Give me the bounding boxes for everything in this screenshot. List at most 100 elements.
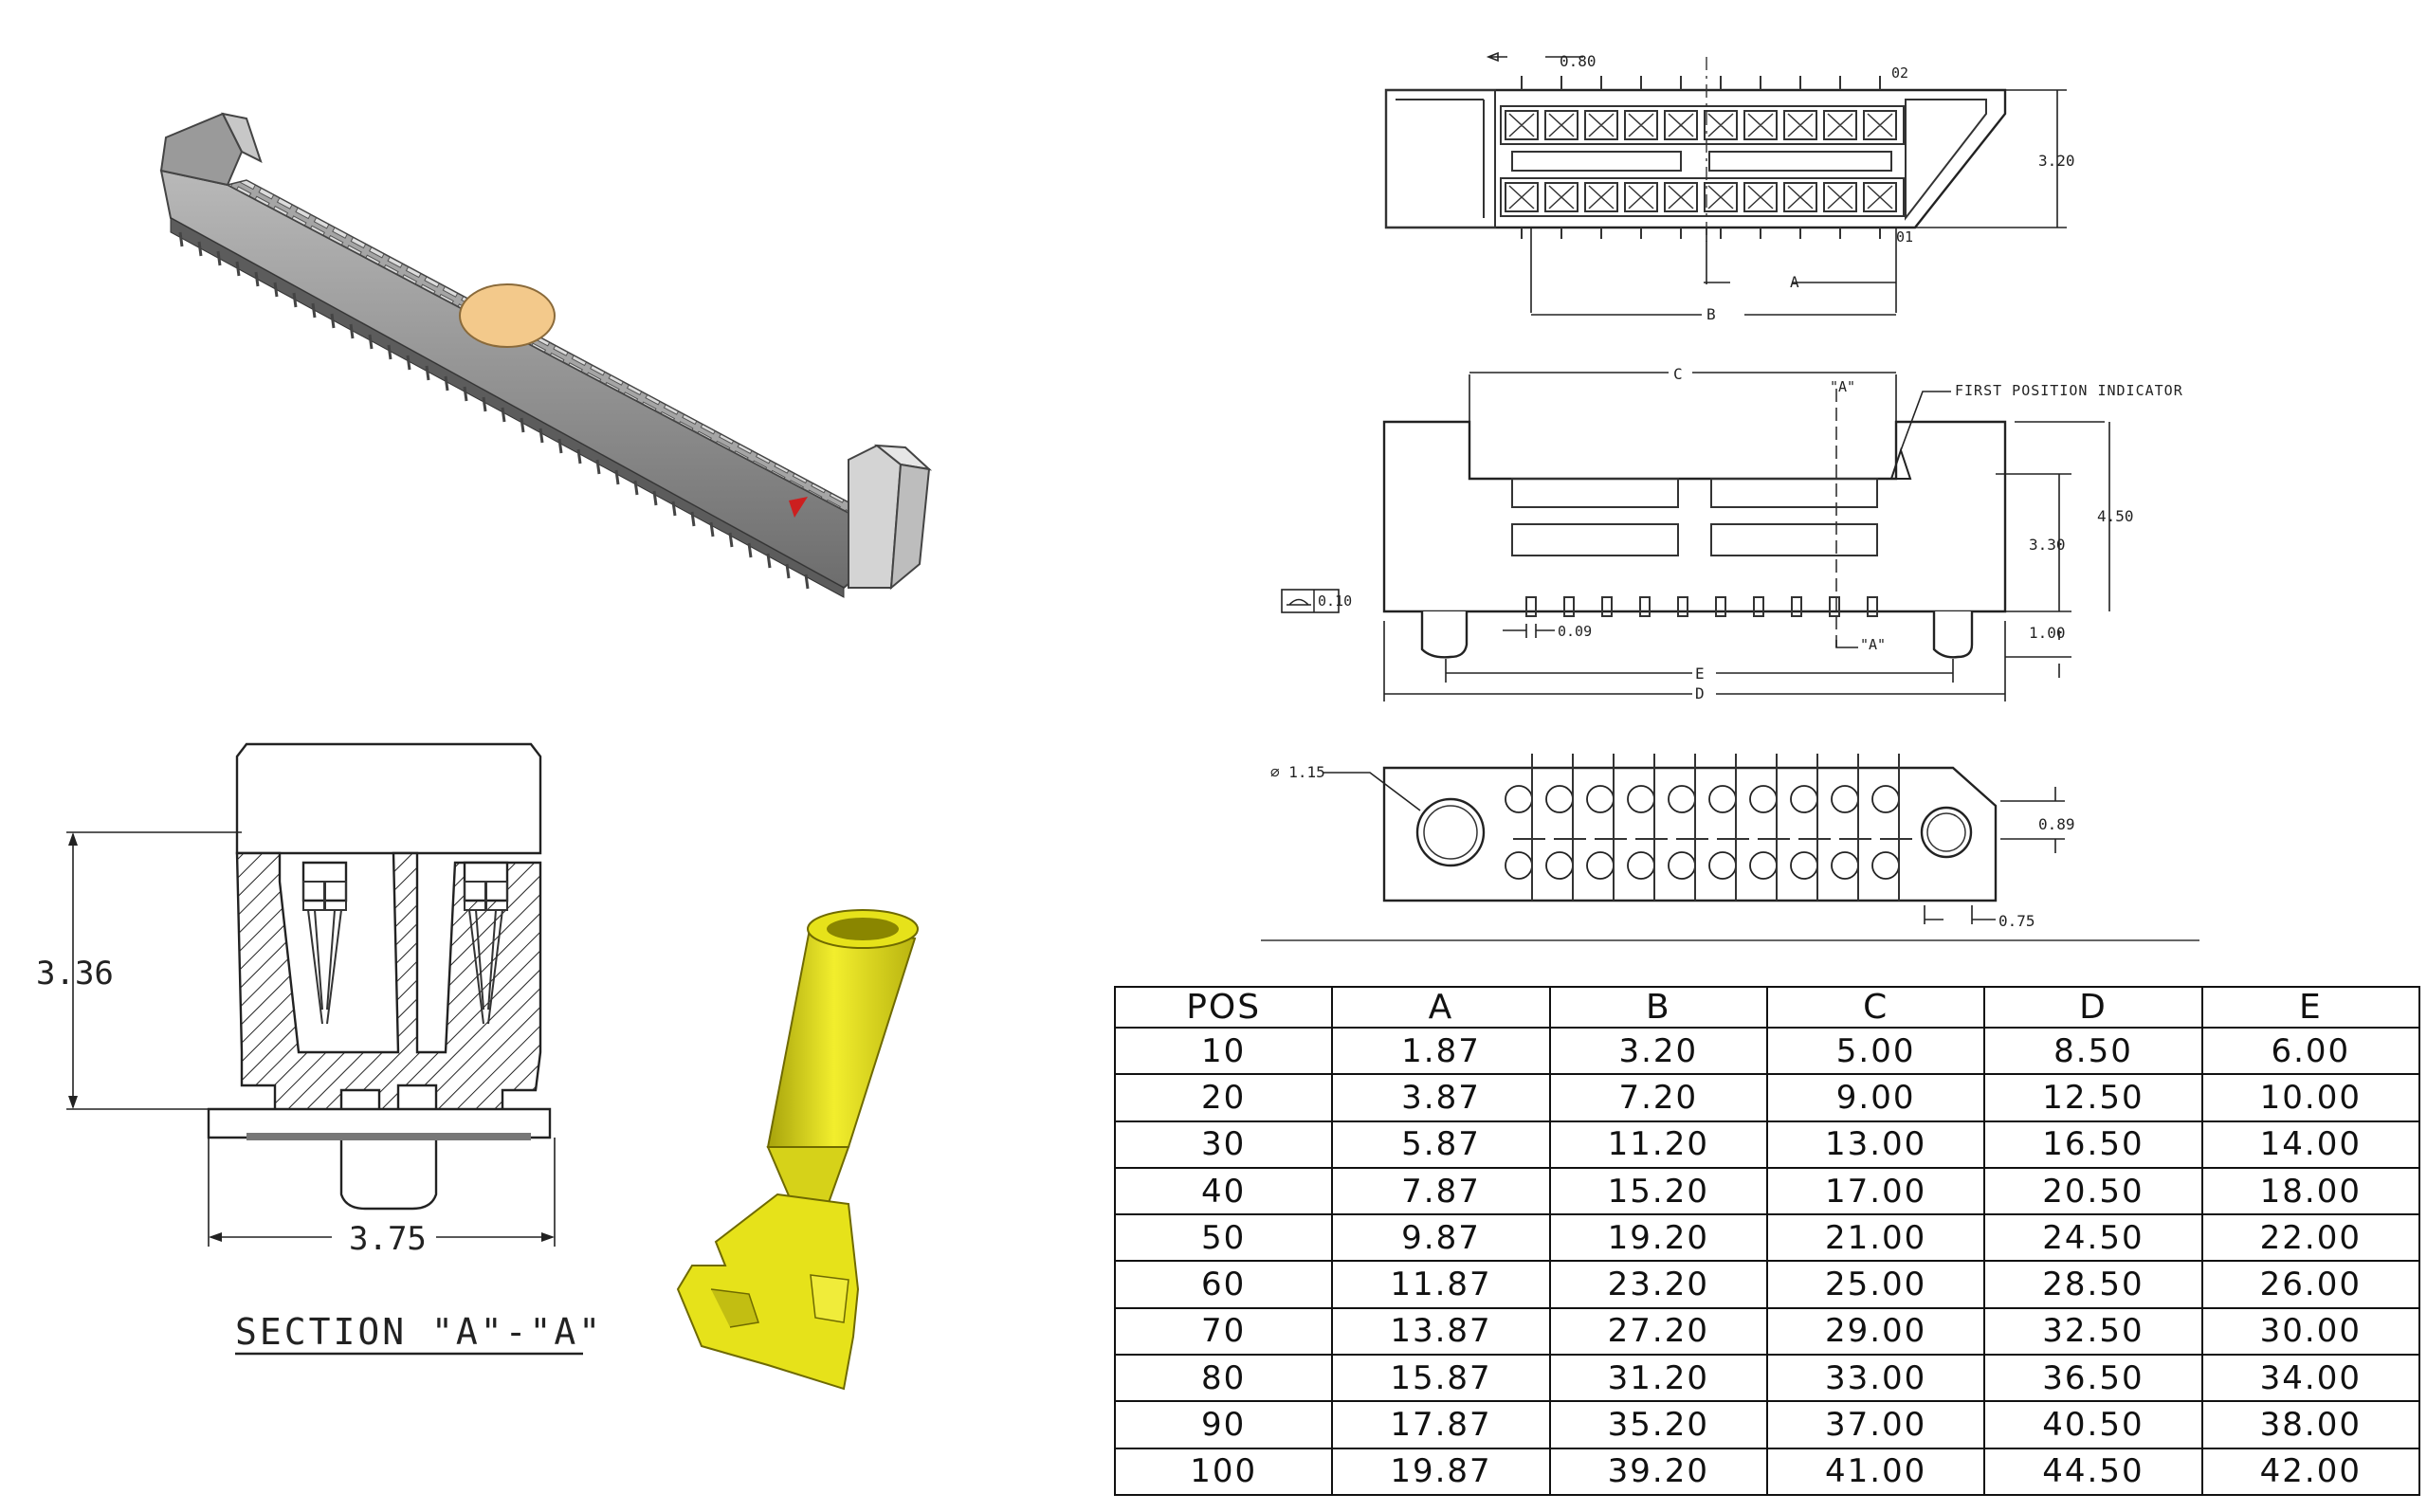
svg-text:0.75: 0.75 bbox=[1998, 912, 2035, 930]
svg-text:0.10: 0.10 bbox=[1318, 592, 1352, 610]
svg-text:D: D bbox=[1695, 684, 1705, 702]
table-cell: 70 bbox=[1113, 1306, 1334, 1357]
table-cell: 29.00 bbox=[1765, 1306, 1986, 1357]
table-cell: 24.50 bbox=[1983, 1213, 2203, 1263]
table-cell: 9.00 bbox=[1765, 1073, 1986, 1122]
table-cell: 80 bbox=[1113, 1354, 1334, 1403]
table-cell: 9.87 bbox=[1331, 1213, 1551, 1263]
svg-text:"A": "A" bbox=[1860, 636, 1886, 653]
table-cell: 20 bbox=[1113, 1073, 1334, 1122]
contact-row-top bbox=[1500, 105, 1905, 145]
table-cell: 19.87 bbox=[1331, 1447, 1551, 1497]
svg-text:E: E bbox=[1695, 665, 1705, 683]
svg-text:0.80: 0.80 bbox=[1560, 52, 1597, 70]
top-view-drawing: 0.80 02 01 3.20 A B bbox=[1384, 51, 2075, 323]
table-cell: 13.00 bbox=[1765, 1120, 1986, 1169]
svg-text:0.09: 0.09 bbox=[1558, 623, 1592, 640]
table-cell: 30 bbox=[1113, 1120, 1334, 1169]
table-cell: 44.50 bbox=[1983, 1447, 2203, 1497]
table-cell: 39.20 bbox=[1548, 1447, 1768, 1497]
table-cell: 17.00 bbox=[1765, 1166, 1986, 1216]
table-cell: 19.20 bbox=[1548, 1213, 1768, 1263]
table-cell: 60 bbox=[1113, 1260, 1334, 1309]
svg-text:⌀ 1.15: ⌀ 1.15 bbox=[1270, 763, 1325, 781]
column-header: A bbox=[1331, 986, 1551, 1029]
section-a-a-drawing: 3.36 3.75 SECTION "A"-"A" bbox=[36, 742, 603, 1356]
table-cell: 7.20 bbox=[1548, 1073, 1768, 1122]
bottom-view-drawing: ⌀ 1.15 0.89 0.75 bbox=[1261, 754, 2199, 941]
table-cell: 18.00 bbox=[2200, 1166, 2421, 1216]
table-cell: 32.50 bbox=[1983, 1306, 2203, 1357]
table-cell: 1.87 bbox=[1331, 1026, 1551, 1076]
svg-text:3.75: 3.75 bbox=[349, 1220, 427, 1258]
svg-text:A: A bbox=[1790, 273, 1799, 291]
table-cell: 34.00 bbox=[2200, 1354, 2421, 1403]
table-cell: 16.50 bbox=[1983, 1120, 2203, 1169]
table-cell: 10.00 bbox=[2200, 1073, 2421, 1122]
column-header: E bbox=[2200, 986, 2421, 1029]
table-cell: 28.50 bbox=[1983, 1260, 2203, 1309]
column-header: C bbox=[1765, 986, 1986, 1029]
svg-text:0.89: 0.89 bbox=[2038, 815, 2075, 833]
table-cell: 22.00 bbox=[2200, 1213, 2421, 1263]
table-cell: 15.87 bbox=[1331, 1354, 1551, 1403]
pick-and-place-pad bbox=[459, 283, 556, 348]
table-cell: 37.00 bbox=[1765, 1400, 1986, 1449]
table-cell: 3.20 bbox=[1548, 1026, 1768, 1076]
table-cell: 12.50 bbox=[1983, 1073, 2203, 1122]
table-cell: 23.20 bbox=[1548, 1260, 1768, 1309]
svg-text:02: 02 bbox=[1891, 64, 1908, 82]
table-cell: 10 bbox=[1113, 1026, 1334, 1076]
svg-text:C: C bbox=[1673, 365, 1683, 383]
table-cell: 42.00 bbox=[2200, 1447, 2421, 1497]
svg-text:"A": "A" bbox=[1830, 378, 1855, 395]
svg-text:1.00: 1.00 bbox=[2029, 624, 2066, 642]
column-header: D bbox=[1983, 986, 2203, 1029]
table-cell: 6.00 bbox=[2200, 1026, 2421, 1076]
svg-text:SECTION "A"-"A": SECTION "A"-"A" bbox=[235, 1311, 603, 1353]
svg-text:4.50: 4.50 bbox=[2097, 507, 2134, 525]
table-cell: 7.87 bbox=[1331, 1166, 1551, 1216]
table-cell: 11.87 bbox=[1331, 1260, 1551, 1309]
table-cell: 40.50 bbox=[1983, 1400, 2203, 1449]
svg-text:3.20: 3.20 bbox=[2038, 152, 2075, 170]
table-cell: 36.50 bbox=[1983, 1354, 2203, 1403]
table-cell: 15.20 bbox=[1548, 1166, 1768, 1216]
table-cell: 26.00 bbox=[2200, 1260, 2421, 1309]
table-cell: 21.00 bbox=[1765, 1213, 1986, 1263]
table-cell: 17.87 bbox=[1331, 1400, 1551, 1449]
column-header: POS bbox=[1113, 986, 1334, 1029]
first-position-indicator-icon bbox=[789, 497, 808, 518]
table-cell: 11.20 bbox=[1548, 1120, 1768, 1169]
table-cell: 20.50 bbox=[1983, 1166, 2203, 1216]
contact-terminal-illustration bbox=[676, 909, 919, 1391]
side-view-drawing: C "A" FIRST POSITION INDICATOR 3.30 4.50… bbox=[1281, 365, 2183, 702]
table-cell: 100 bbox=[1113, 1447, 1334, 1497]
table-cell: 5.00 bbox=[1765, 1026, 1986, 1076]
table-header-row: POS A B C D E bbox=[1113, 986, 2421, 1029]
table-cell: 40 bbox=[1113, 1166, 1334, 1216]
table-cell: 38.00 bbox=[2200, 1400, 2421, 1449]
svg-text:01: 01 bbox=[1896, 228, 1913, 246]
table-cell: 8.50 bbox=[1983, 1026, 2203, 1076]
table-cell: 14.00 bbox=[2200, 1120, 2421, 1169]
svg-text:FIRST POSITION INDICATOR: FIRST POSITION INDICATOR bbox=[1955, 382, 2183, 399]
column-header: B bbox=[1548, 986, 1768, 1029]
table-cell: 33.00 bbox=[1765, 1354, 1986, 1403]
contact-row-bottom bbox=[1500, 177, 1905, 217]
table-cell: 3.87 bbox=[1331, 1073, 1551, 1122]
table-cell: 30.00 bbox=[2200, 1306, 2421, 1357]
table-cell: 90 bbox=[1113, 1400, 1334, 1449]
table-cell: 25.00 bbox=[1765, 1260, 1986, 1309]
svg-text:3.30: 3.30 bbox=[2029, 536, 2066, 554]
